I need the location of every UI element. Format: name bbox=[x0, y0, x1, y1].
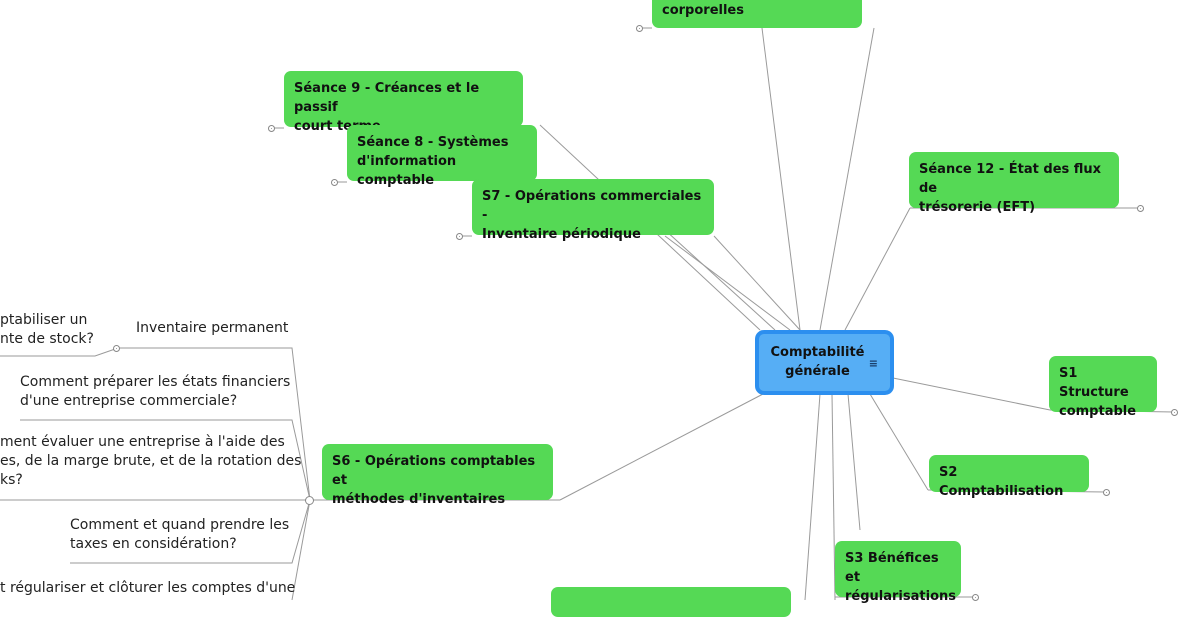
collapse-toggle-icon[interactable] bbox=[1171, 409, 1178, 416]
node-label-line2: comptable bbox=[1059, 404, 1137, 419]
node-s7[interactable]: S7 - Opérations commerciales - Inventair… bbox=[472, 179, 714, 242]
question-comptabiliser-vente[interactable]: ptabiliser un nte de stock? bbox=[0, 311, 94, 349]
question-line2: taxes en considération? bbox=[70, 536, 237, 552]
question-line1: Comment préparer les états financiers bbox=[20, 374, 291, 390]
node-s3[interactable]: S3 Bénéfices et régularisations bbox=[835, 541, 961, 604]
collapse-toggle-icon[interactable] bbox=[636, 25, 643, 32]
node-s1[interactable]: S1 Structure comptable bbox=[1049, 356, 1157, 419]
node-seance-12[interactable]: Séance 12 - État des flux de trésorerie … bbox=[909, 152, 1119, 215]
connector-lines bbox=[0, 27, 1175, 600]
node-label: S2 Comptabilisation bbox=[939, 465, 1064, 499]
collapse-toggle-icon[interactable] bbox=[1103, 489, 1110, 496]
node-label-line2: Inventaire périodique bbox=[482, 227, 641, 242]
node-immobilisations-corporelles[interactable]: corporelles bbox=[652, 0, 862, 28]
node-label-line1: S1 Structure bbox=[1059, 366, 1129, 400]
node-label-line2: méthodes d'inventaires bbox=[332, 492, 506, 507]
node-label-line1: Séance 8 - Systèmes bbox=[357, 135, 509, 150]
node-label-line2: trésorerie (EFT) bbox=[919, 200, 1036, 215]
node-label-line2: d'information comptable bbox=[357, 154, 457, 188]
root-label-line2: générale bbox=[785, 364, 850, 379]
question-line1: ment évaluer une entreprise à l'aide des bbox=[0, 434, 285, 450]
question-line1: t régulariser et clôturer les comptes d'… bbox=[0, 580, 296, 596]
node-label-line1: S7 - Opérations commerciales - bbox=[482, 189, 702, 223]
node-label-line1: Séance 9 - Créances et le passif bbox=[294, 81, 480, 115]
root-label-line1: Comptabilité bbox=[770, 345, 865, 360]
question-line1: Comment et quand prendre les bbox=[70, 517, 290, 533]
node-s6[interactable]: S6 - Opérations comptables et méthodes d… bbox=[322, 444, 553, 507]
question-regulariser[interactable]: t régulariser et clôturer les comptes d'… bbox=[0, 579, 295, 598]
node-label-line1: S6 - Opérations comptables et bbox=[332, 454, 536, 488]
question-line2: d'une entreprise commerciale? bbox=[20, 393, 238, 409]
collapse-toggle-icon[interactable] bbox=[456, 233, 463, 240]
branch-junction-icon[interactable] bbox=[305, 496, 314, 505]
question-etats-financiers[interactable]: Comment préparer les états financiers d'… bbox=[20, 373, 290, 411]
node-seance-9[interactable]: Séance 9 - Créances et le passif court t… bbox=[284, 71, 523, 134]
collapse-toggle-icon[interactable] bbox=[268, 125, 275, 132]
node-bottom-partial[interactable] bbox=[551, 587, 791, 617]
question-line1: ptabiliser un bbox=[0, 312, 88, 328]
collapse-toggle-icon[interactable] bbox=[331, 179, 338, 186]
node-label-line2: régularisations bbox=[845, 589, 956, 604]
node-s2[interactable]: S2 Comptabilisation bbox=[929, 455, 1089, 499]
question-evaluer-entreprise[interactable]: ment évaluer une entreprise à l'aide des… bbox=[0, 433, 301, 490]
question-taxes[interactable]: Comment et quand prendre les taxes en co… bbox=[70, 516, 289, 554]
node-seance-8[interactable]: Séance 8 - Systèmes d'information compta… bbox=[347, 125, 537, 188]
question-line2: es, de la marge brute, et de la rotation… bbox=[0, 453, 302, 469]
node-label: corporelles bbox=[662, 3, 744, 18]
collapse-toggle-icon[interactable] bbox=[113, 345, 120, 352]
root-node[interactable]: Comptabilité générale ≡ bbox=[755, 330, 894, 395]
collapse-toggle-icon[interactable] bbox=[1137, 205, 1144, 212]
question-line3: ks? bbox=[0, 472, 23, 488]
node-label-line1: Séance 12 - État des flux de bbox=[919, 162, 1102, 196]
node-label-line1: S3 Bénéfices et bbox=[845, 551, 939, 585]
topic-label: Inventaire permanent bbox=[136, 320, 289, 336]
question-line2: nte de stock? bbox=[0, 331, 94, 347]
topic-inventaire-permanent[interactable]: Inventaire permanent bbox=[136, 319, 288, 338]
notes-icon[interactable]: ≡ bbox=[868, 357, 878, 370]
